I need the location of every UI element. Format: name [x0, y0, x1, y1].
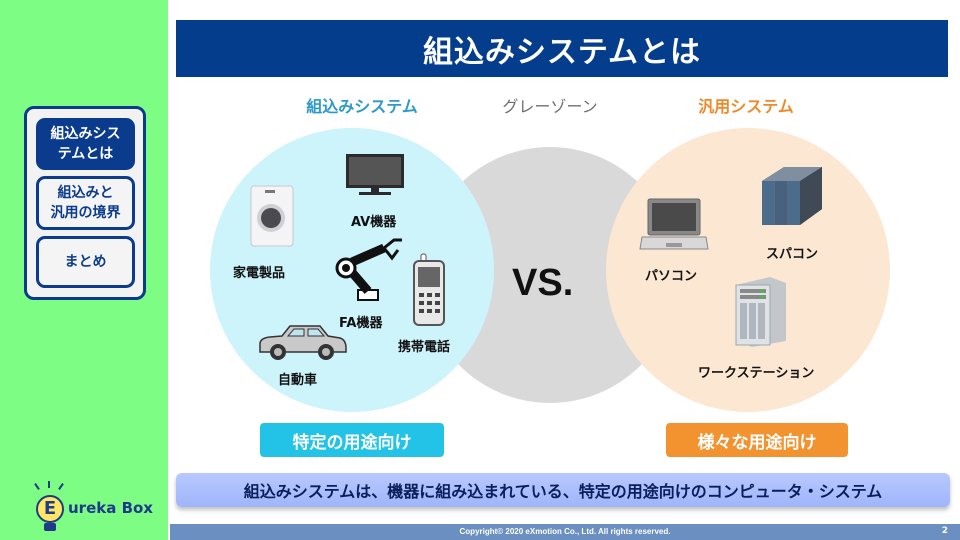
mobile-phone-icon [413, 253, 445, 326]
workstation-icon [735, 277, 786, 347]
label-mobile-phone: 携帯電話 [398, 340, 451, 355]
washing-machine-icon [250, 185, 294, 247]
car-icon [259, 325, 347, 360]
vs-label: VS. [512, 262, 574, 304]
light-ray-icon [58, 483, 64, 490]
label-supercomputer: スパコン [766, 247, 819, 262]
logo-text: ureka Box [68, 499, 153, 517]
nav-item-boundary[interactable]: 組込みと汎用の境界 [36, 176, 135, 230]
light-ray-icon [34, 483, 40, 490]
nav-item-summary[interactable]: まとめ [36, 236, 135, 288]
light-bulb-icon: E [36, 495, 64, 523]
eureka-box-logo: E ureka Box [28, 481, 153, 531]
heading-gray-zone: グレーゾーン [502, 97, 598, 116]
tv-icon [346, 154, 404, 195]
light-ray-icon [48, 481, 50, 488]
supercomputer-icon [762, 167, 822, 225]
sidebar: 組込みシステムとは 組込みと汎用の境界 まとめ E ureka Box [0, 0, 168, 540]
copyright-text: Copyright© 2020 eXmotion Co., Ltd. All r… [459, 527, 671, 536]
page-number: 2 [941, 526, 948, 536]
badge-various-purposes: 様々な用途向け [666, 423, 848, 457]
nav-label-line2: テムとは [57, 146, 114, 162]
robot-arm-icon [335, 238, 402, 301]
slide-title: 組込みシステムとは [176, 20, 948, 77]
nav-label-line1: 組込みと [57, 185, 114, 201]
label-automobile: 自動車 [278, 373, 318, 388]
heading-general-system: 汎用システム [698, 97, 794, 116]
section-nav: 組込みシステムとは 組込みと汎用の境界 まとめ [24, 106, 146, 300]
laptop-icon [639, 198, 709, 250]
nav-label-line1: まとめ [64, 254, 107, 270]
heading-embedded-system: 組込みシステム [306, 97, 418, 116]
footer-bar: Copyright© 2020 eXmotion Co., Ltd. All r… [170, 524, 960, 540]
summary-banner: 組込みシステムは、機器に組み込まれている、特定の用途向けのコンピュータ・システム [176, 473, 950, 507]
label-home-appliance: 家電製品 [233, 266, 286, 281]
label-av-equipment: AV機器 [351, 215, 397, 230]
nav-label-line1: 組込みシス [50, 126, 121, 142]
nav-label-line2: 汎用の境界 [50, 205, 121, 221]
badge-specific-purpose: 特定の用途向け [260, 423, 444, 457]
label-workstation: ワークステーション [698, 366, 815, 381]
label-personal-computer: パソコン [645, 269, 698, 284]
nav-item-embedded-system[interactable]: 組込みシステムとは [36, 118, 135, 170]
general-circle [606, 128, 890, 412]
bulb-base-icon [44, 523, 56, 531]
label-fa-equipment: FA機器 [339, 316, 383, 331]
